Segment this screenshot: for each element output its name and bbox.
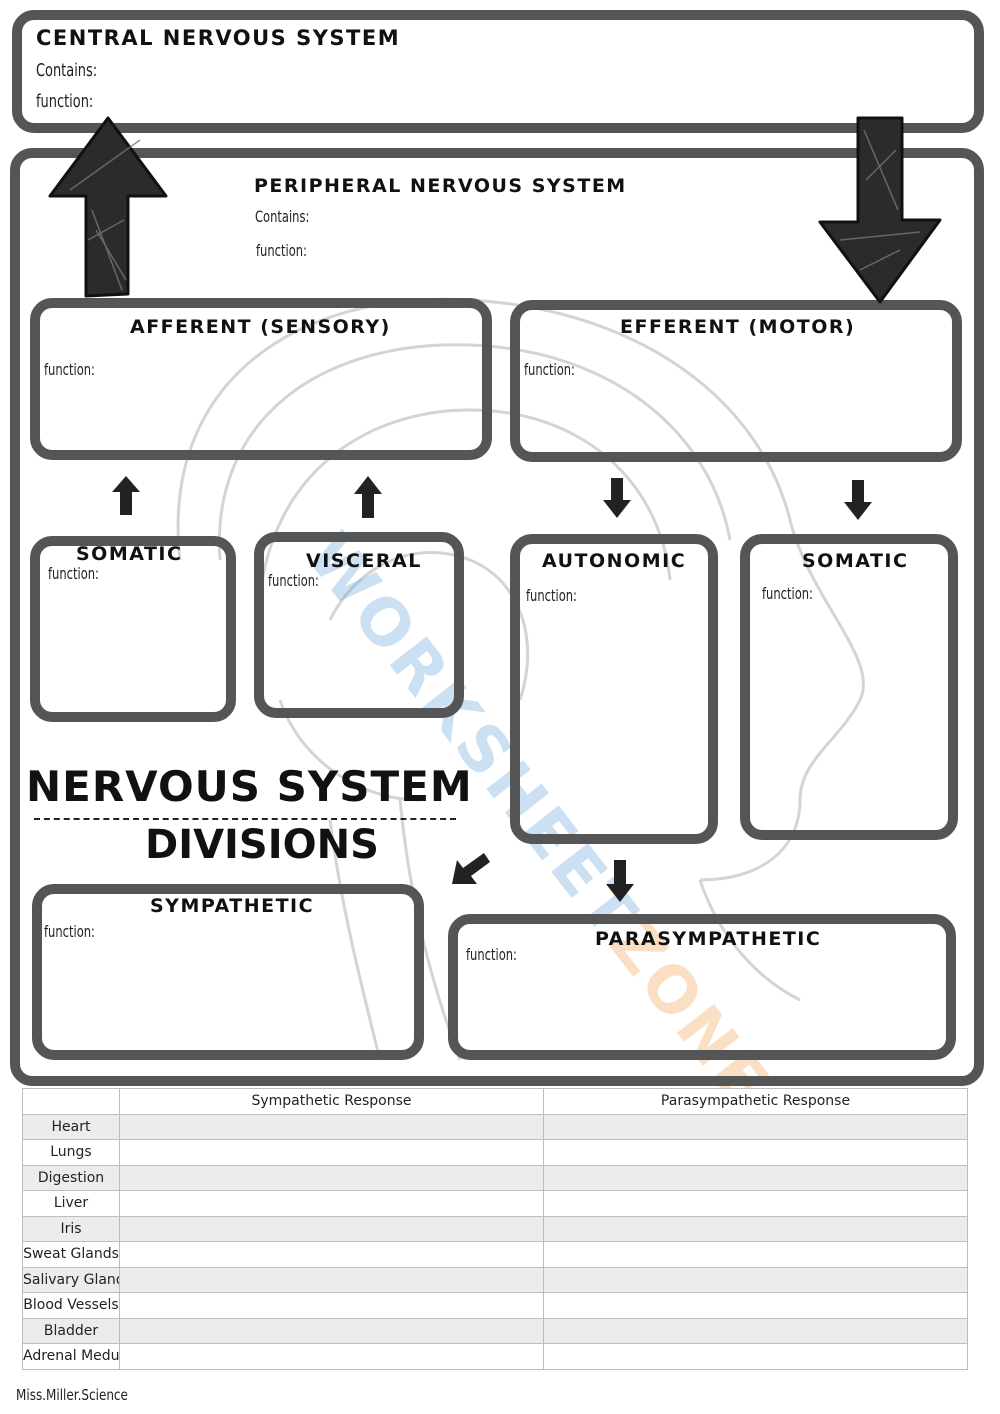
parasympathetic-box	[448, 914, 956, 1060]
organ-label: Adrenal Medulla	[22, 1343, 120, 1370]
pns-function-label: function:	[256, 241, 307, 260]
afferent-title: AFFERENT (SENSORY)	[130, 316, 391, 338]
table-header-cell: Parasympathetic Response	[543, 1088, 968, 1115]
organ-label: Liver	[22, 1190, 120, 1217]
pns-title: PERIPHERAL NERVOUS SYSTEM	[254, 175, 627, 197]
heading-line1: NERVOUS SYSTEM	[26, 762, 473, 811]
table-row: Sweat Glands	[22, 1241, 968, 1268]
table-row: Blood Vessels	[22, 1292, 968, 1319]
response-table: Sympathetic Response Parasympathetic Res…	[22, 1088, 968, 1370]
cns-function-label: function:	[36, 91, 94, 112]
small-up-arrow-icon	[354, 476, 382, 518]
parasympathetic-response-cell[interactable]	[543, 1343, 968, 1370]
up-arrow-icon	[48, 116, 168, 298]
visceral-function-label: function:	[268, 571, 319, 590]
parasympathetic-response-cell[interactable]	[543, 1241, 968, 1268]
table-row: Iris	[22, 1215, 968, 1242]
visceral-title: VISCERAL	[306, 550, 422, 572]
parasympathetic-response-cell[interactable]	[543, 1164, 968, 1191]
small-down-arrow-icon	[603, 478, 631, 518]
heading-divider	[34, 818, 456, 820]
pns-contains-label: Contains:	[255, 207, 310, 226]
organ-label: Lungs	[22, 1139, 120, 1166]
parasympathetic-response-cell[interactable]	[543, 1317, 968, 1344]
arrows-layer	[48, 116, 942, 902]
table-row: Bladder	[22, 1317, 968, 1344]
small-down-arrow-icon	[844, 480, 872, 520]
cns-contains-label: Contains:	[36, 60, 98, 81]
sympathetic-response-cell[interactable]	[119, 1113, 544, 1140]
visceral-box	[254, 532, 464, 718]
somatic-sensory-box	[30, 536, 236, 722]
sympathetic-response-cell[interactable]	[119, 1292, 544, 1319]
organ-label: Heart	[22, 1113, 120, 1140]
table-row: Digestion	[22, 1164, 968, 1191]
autonomic-box	[510, 534, 718, 844]
sympathetic-response-cell[interactable]	[119, 1241, 544, 1268]
diagonal-arrow-icon	[452, 853, 490, 884]
down-arrow-icon	[818, 116, 942, 304]
autonomic-function-label: function:	[526, 586, 577, 605]
autonomic-title: AUTONOMIC	[542, 550, 687, 572]
sympathetic-response-cell[interactable]	[119, 1139, 544, 1166]
sympathetic-response-cell[interactable]	[119, 1164, 544, 1191]
parasympathetic-response-cell[interactable]	[543, 1113, 968, 1140]
small-up-arrow-icon	[112, 476, 140, 515]
table-row: Lungs	[22, 1139, 968, 1166]
pns-box	[10, 148, 984, 1086]
efferent-box	[510, 300, 962, 462]
table-header-row: Sympathetic Response Parasympathetic Res…	[22, 1088, 968, 1115]
organ-label: Bladder	[22, 1317, 120, 1344]
author-credit: Miss.Miller.Science	[16, 1386, 128, 1404]
parasympathetic-response-cell[interactable]	[543, 1292, 968, 1319]
organ-label: Iris	[22, 1215, 120, 1242]
sympathetic-function-label: function:	[44, 922, 95, 941]
parasympathetic-response-cell[interactable]	[543, 1190, 968, 1217]
somatic-motor-title: SOMATIC	[802, 550, 909, 572]
sympathetic-response-cell[interactable]	[119, 1343, 544, 1370]
somatic-motor-function-label: function:	[762, 584, 813, 603]
organ-label: Digestion	[22, 1164, 120, 1191]
sympathetic-response-cell[interactable]	[119, 1215, 544, 1242]
parasympathetic-title: PARASYMPATHETIC	[595, 928, 822, 950]
efferent-function-label: function:	[524, 360, 575, 379]
organ-label: Blood Vessels	[22, 1292, 120, 1319]
parasympathetic-response-cell[interactable]	[543, 1215, 968, 1242]
organ-label: Sweat Glands	[22, 1241, 120, 1268]
somatic-sensory-function-label: function:	[48, 564, 99, 583]
heading-line2: DIVISIONS	[145, 822, 379, 868]
afferent-function-label: function:	[44, 360, 95, 379]
cns-box	[12, 10, 984, 133]
afferent-box	[30, 298, 492, 460]
efferent-title: EFFERENT (MOTOR)	[620, 316, 856, 338]
parasympathetic-response-cell[interactable]	[543, 1266, 968, 1293]
table-row: Adrenal Medulla	[22, 1343, 968, 1370]
parasympathetic-response-cell[interactable]	[543, 1139, 968, 1166]
sympathetic-response-cell[interactable]	[119, 1266, 544, 1293]
cns-title: CENTRAL NERVOUS SYSTEM	[36, 26, 401, 50]
sympathetic-box	[32, 884, 424, 1060]
parasympathetic-function-label: function:	[466, 945, 517, 964]
sympathetic-title: SYMPATHETIC	[150, 895, 315, 917]
table-header-cell: Sympathetic Response	[119, 1088, 544, 1115]
table-header-cell	[22, 1088, 120, 1115]
organ-label: Salivary Glands	[22, 1266, 120, 1293]
table-row: Salivary Glands	[22, 1266, 968, 1293]
sympathetic-response-cell[interactable]	[119, 1317, 544, 1344]
sympathetic-response-cell[interactable]	[119, 1190, 544, 1217]
somatic-sensory-title: SOMATIC	[76, 543, 183, 565]
table-row: Heart	[22, 1113, 968, 1140]
table-row: Liver	[22, 1190, 968, 1217]
small-down-arrow-icon	[606, 860, 634, 902]
somatic-motor-box	[740, 534, 958, 840]
